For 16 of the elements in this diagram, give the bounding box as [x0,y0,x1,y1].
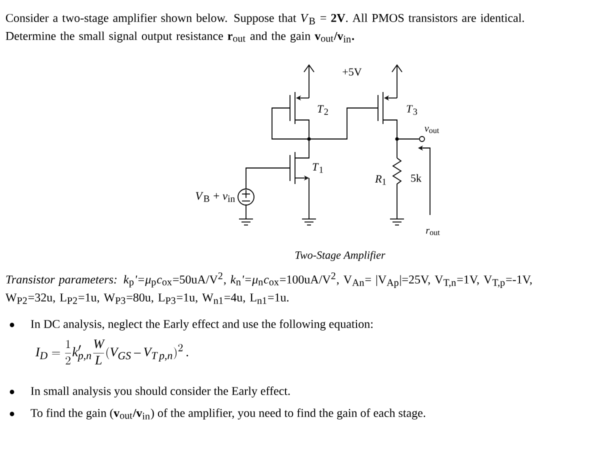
transistor-label: T$_{1}$ [312,163,323,173]
source-label: V$_{B}$ + v$_{in}$ [196,192,235,202]
figure-caption: Two-Stage Amplifier [295,250,386,262]
output-resistance-label: r$_{out}$ [426,228,440,236]
supply-label: +5V [342,68,362,76]
bullet-text: In DC analysis, neglect the Early effect and use the following equation: [30,319,373,331]
bullet-text: To find the gain (v$_{out}$/v$_{in}$) of the amplifier, you need to find the gain of each stage. [30,408,426,420]
output-label: v$_{out}$ [424,126,440,134]
resistor-label: R$_{1}$ [375,175,386,185]
transistor-label: T$_{3}$ [406,105,418,115]
resistor-value: 5k [411,174,422,182]
bullet-text: In small analysis you should consider the Early effect. [30,386,290,398]
parameter-text: Transistor parameters: k$_{p}$'=μ$_{p}$c$_{ox}$=50uA/V$^{2}$, k$_{n}$'=μ$_{n}$c$_{ox}$=100uA/V$^{2}$, V$_{An}$= |V$_{Ap}$|=25V, V$_{T,n}$=1V, V$_{T,p}$=-1V, W$_{P2}$=32u, L$_{P2}$=1u, W$_{P3}$=80u, L$_{P3}$=1u, W$_{n1}$=4u, L$_{n1}$=1u. [5,272,532,304]
equation: $I_D = \frac{1}{2}k'_{p,n}\frac{W}{L}(V_{GS}-V_{T\,p,n})^2\,.$ [35,340,188,364]
transistor-label: T$_{2}$ [318,105,328,115]
question-text: Consider a two-stage amplifier shown below. Suppose that V$_{B}$ = 2V. All PMOS transistors are identical. Determine the small signal output resistance r$_{out}$ and the gain v$_{out}$/v$_{in}$. [6,13,524,42]
